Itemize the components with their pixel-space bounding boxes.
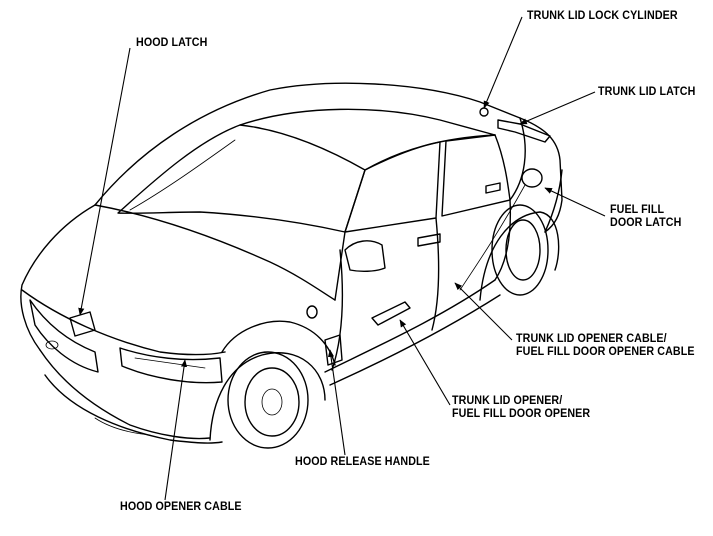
trunk-lid-lock-cylinder-label: TRUNK LID LOCK CYLINDER bbox=[527, 10, 678, 22]
car-body bbox=[20, 82, 563, 449]
hood-opener-cable-label: HOOD OPENER CABLE bbox=[120, 501, 242, 513]
trunk-lid-opener-label: TRUNK LID OPENER/ FUEL FILL DOOR OPENER bbox=[452, 395, 591, 420]
hood-release-handle-label: HOOD RELEASE HANDLE bbox=[295, 456, 430, 468]
trunk-lid-opener-cable-label: TRUNK LID OPENER CABLE/ FUEL FILL DOOR O… bbox=[516, 333, 695, 358]
fuel-fill-door-latch-label: FUEL FILL DOOR LATCH bbox=[610, 204, 682, 229]
trunk-lid-latch-label: TRUNK LID LATCH bbox=[598, 86, 696, 98]
hood-latch-label: HOOD LATCH bbox=[136, 37, 208, 49]
leader-lines bbox=[78, 16, 606, 501]
